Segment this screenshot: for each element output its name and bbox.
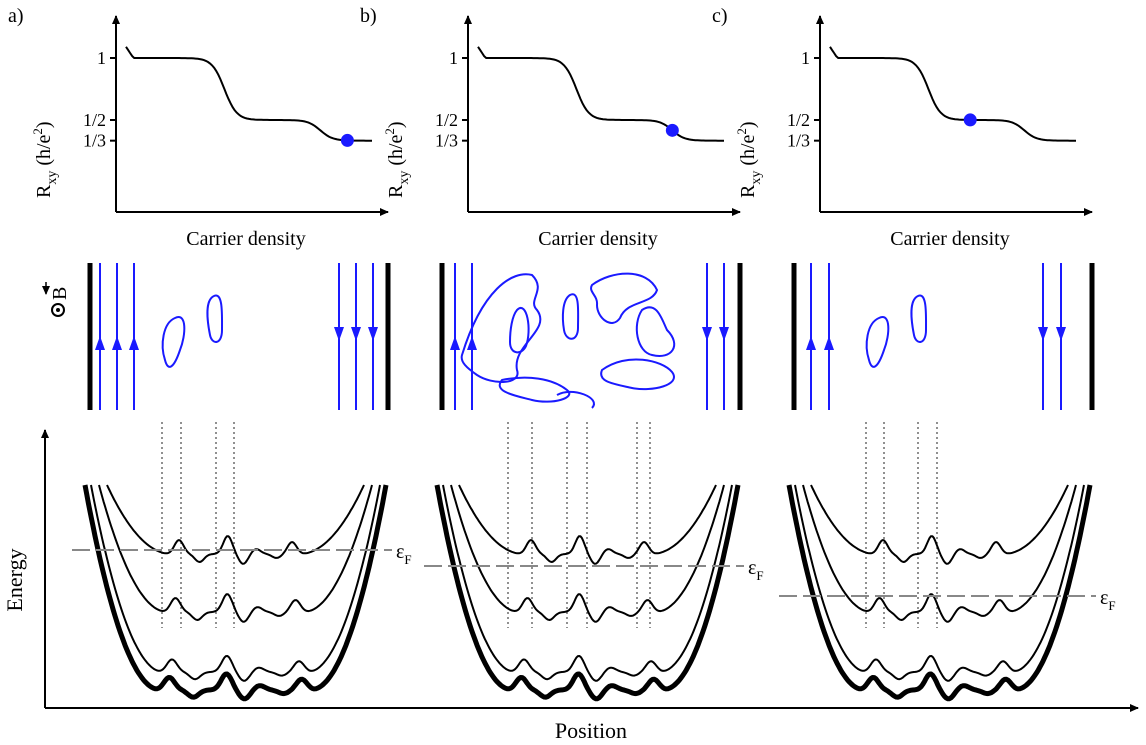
landau-level <box>82 484 389 702</box>
edge-channel-arrow <box>719 327 729 341</box>
rxy-axis-label: Rxy (h/e2) <box>30 121 60 198</box>
localized-orbit <box>910 294 928 343</box>
landau-level <box>786 484 1093 702</box>
edge-channel-arrow <box>334 327 344 341</box>
landau-level <box>458 484 717 565</box>
panel-b: b) 1 1/21/3 Rxy (h/e2) Carrier density εF <box>360 5 764 702</box>
localized-orbit <box>498 376 571 403</box>
edge-channel-arrow <box>368 327 378 341</box>
localized-orbit <box>600 358 675 391</box>
edge-channel-arrow <box>112 336 122 350</box>
rxy-tick-label: 1/3 <box>435 131 458 151</box>
edge-channel-arrow <box>1056 327 1066 341</box>
edge-channel-arrow <box>129 336 139 350</box>
localized-orbit <box>161 316 186 368</box>
rxy-step-curve <box>125 46 372 142</box>
landau-level <box>106 484 365 565</box>
landau-level <box>802 484 1077 623</box>
fermi-level-label: εF <box>396 541 412 567</box>
rxy-axis-label: Rxy (h/e2) <box>734 121 764 198</box>
rxy-tick-label: 1/3 <box>83 131 106 151</box>
localized-orbit <box>206 294 224 343</box>
landau-level <box>442 484 733 682</box>
rxy-xlabel: Carrier density <box>890 228 1009 250</box>
localized-orbit <box>460 273 542 383</box>
panel-label: c) <box>712 5 728 27</box>
rxy-step-curve <box>829 46 1076 142</box>
rxy-tick-label: 1/2 <box>83 110 106 130</box>
rxy-tick-label: 1 <box>801 48 810 68</box>
edge-channel-arrow <box>467 336 477 350</box>
field-circle-icon <box>51 303 65 317</box>
panel-label: b) <box>360 5 377 27</box>
landau-level <box>90 484 381 682</box>
edge-channel-arrow <box>702 327 712 341</box>
rxy-state-dot <box>665 123 679 137</box>
energy-axes: Energy Position <box>2 429 1139 743</box>
rxy-state-dot <box>963 113 977 127</box>
edge-channel-arrow <box>806 336 816 350</box>
edge-channel-arrow <box>450 336 460 350</box>
rxy-tick-label: 1/2 <box>435 110 458 130</box>
localized-orbit <box>590 272 659 324</box>
rxy-tick-label: 1 <box>97 48 106 68</box>
edge-channel-arrow <box>824 336 834 350</box>
fermi-level-label: εF <box>748 557 764 583</box>
localized-orbit <box>865 316 890 368</box>
rxy-state-dot <box>340 133 354 147</box>
panel-c: c) 1 1/21/3 Rxy (h/e2) Carrier density εF <box>712 5 1116 702</box>
field-dot-icon <box>56 308 60 312</box>
rxy-xlabel: Carrier density <box>538 228 657 250</box>
landau-level <box>794 484 1085 682</box>
localized-orbit <box>508 307 530 354</box>
edge-channel-arrow <box>351 327 361 341</box>
field-label: B <box>49 287 71 300</box>
edge-channel-arrow <box>1038 327 1048 341</box>
rxy-tick-label: 1/2 <box>787 110 810 130</box>
landau-level <box>810 484 1069 565</box>
edge-channel-arrow <box>95 336 105 350</box>
position-axis-label: Position <box>555 718 627 743</box>
localized-orbit <box>561 293 580 340</box>
rxy-xlabel: Carrier density <box>186 228 305 250</box>
energy-axis-label: Energy <box>2 548 27 611</box>
localized-orbit <box>556 390 595 409</box>
rxy-axis-label: Rxy (h/e2) <box>382 121 412 198</box>
localized-orbit <box>635 306 676 357</box>
fermi-level-label: εF <box>1100 587 1116 613</box>
landau-level <box>98 484 373 623</box>
panel-a: a) 1 1/21/3 Rxy (h/e2) Carrier density εF <box>8 5 412 702</box>
landau-level <box>450 484 725 623</box>
landau-level <box>434 484 741 702</box>
rxy-step-curve <box>477 46 724 142</box>
rxy-tick-label: 1/3 <box>787 131 810 151</box>
panel-label: a) <box>8 5 24 27</box>
magnetic-field-symbol: B <box>42 282 71 317</box>
rxy-tick-label: 1 <box>449 48 458 68</box>
